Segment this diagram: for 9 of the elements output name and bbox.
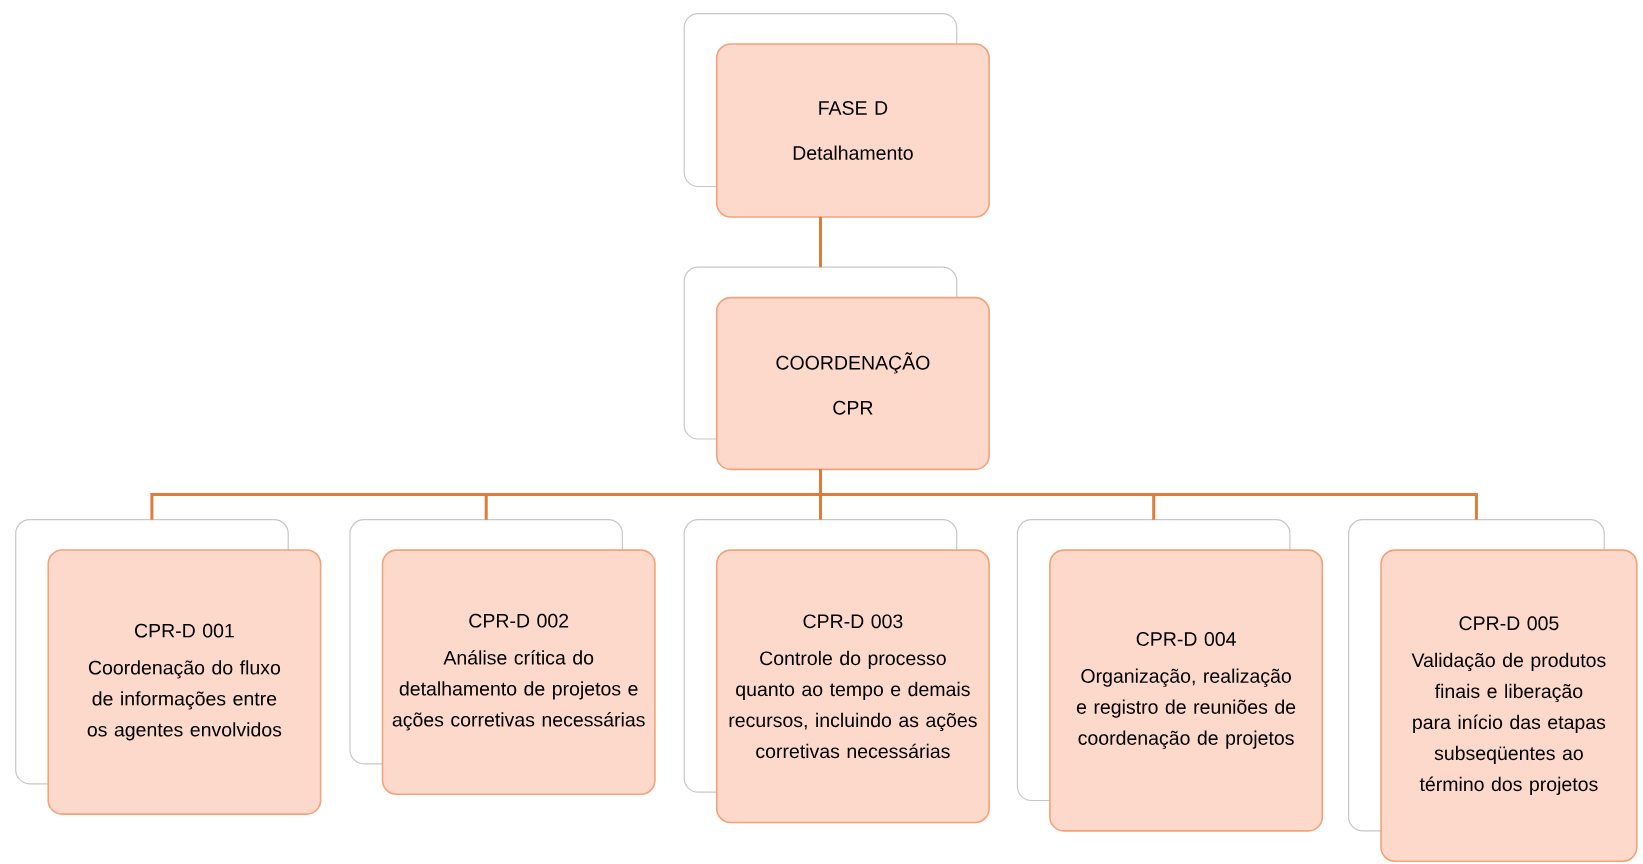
- process-box: FASE D Detalhamento: [683, 13, 990, 218]
- process-box: CPR-D 004 Organização, realização e registro de reuniões de coordenação de projetos: [1016, 519, 1324, 832]
- connector-line: [819, 216, 822, 268]
- process-box: CPR-D 002 Análise crítica do detalhamento de projetos e ações corretivas necessárias: [349, 519, 656, 796]
- process-box: CPR-D 005 Validação de produtos finais e liberação para início das etapas subseqüentes ao término dos projetos: [1348, 519, 1638, 863]
- process-box: COORDENAÇÃO CPR: [683, 266, 990, 471]
- process-box: CPR-D 001 Coordenação do fluxo de informações entre os agentes envolvidos: [15, 519, 322, 815]
- process-box: CPR-D 003 Controle do processo quanto ao tempo e demais recursos, incluindo as ações corretivas necessárias: [683, 519, 990, 824]
- connector-line: [819, 469, 1478, 520]
